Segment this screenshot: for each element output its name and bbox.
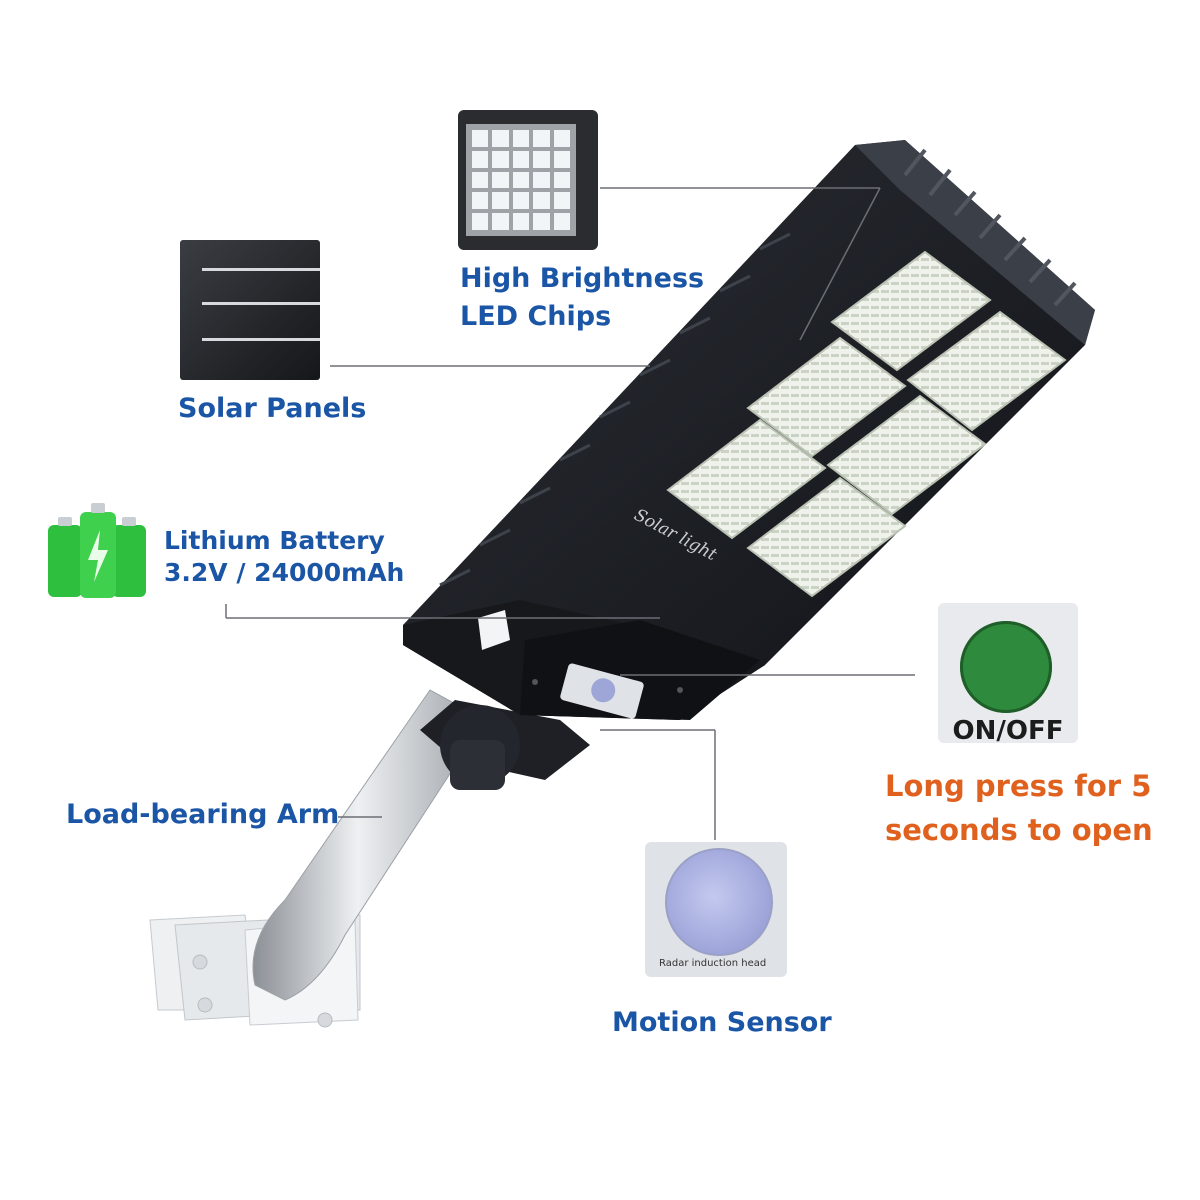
battery-label: Lithium Battery 3.2V / 24000mAh xyxy=(164,525,404,589)
battery-line2: 3.2V / 24000mAh xyxy=(164,558,405,587)
callout-lines xyxy=(225,187,915,840)
led-chips-label: High Brightness LED Chips xyxy=(460,260,704,336)
motion-sensor-label: Motion Sensor xyxy=(612,1007,832,1038)
battery-icon xyxy=(40,500,155,605)
power-button-icon: ON/OFF xyxy=(938,603,1078,743)
power-button-label: Long press for 5 seconds to open xyxy=(885,764,1153,852)
power-button-line1: Long press for 5 xyxy=(885,769,1152,803)
solar-panel-icon xyxy=(180,240,320,380)
led-chips-line2: LED Chips xyxy=(460,301,612,332)
radar-sensor-caption: Radar induction head xyxy=(659,958,767,969)
power-button-line2: seconds to open xyxy=(885,813,1153,847)
arm-label: Load-bearing Arm xyxy=(66,799,340,830)
led-chips-line1: High Brightness xyxy=(460,263,705,294)
battery-line1: Lithium Battery xyxy=(164,526,385,555)
radar-sensor-icon: Radar induction head xyxy=(645,842,787,977)
led-panel-array xyxy=(666,250,1067,598)
arm-mount xyxy=(420,700,590,790)
led-chip-icon xyxy=(458,110,598,250)
power-button-text: ON/OFF xyxy=(952,716,1064,743)
solar-panels-label: Solar Panels xyxy=(178,393,367,424)
